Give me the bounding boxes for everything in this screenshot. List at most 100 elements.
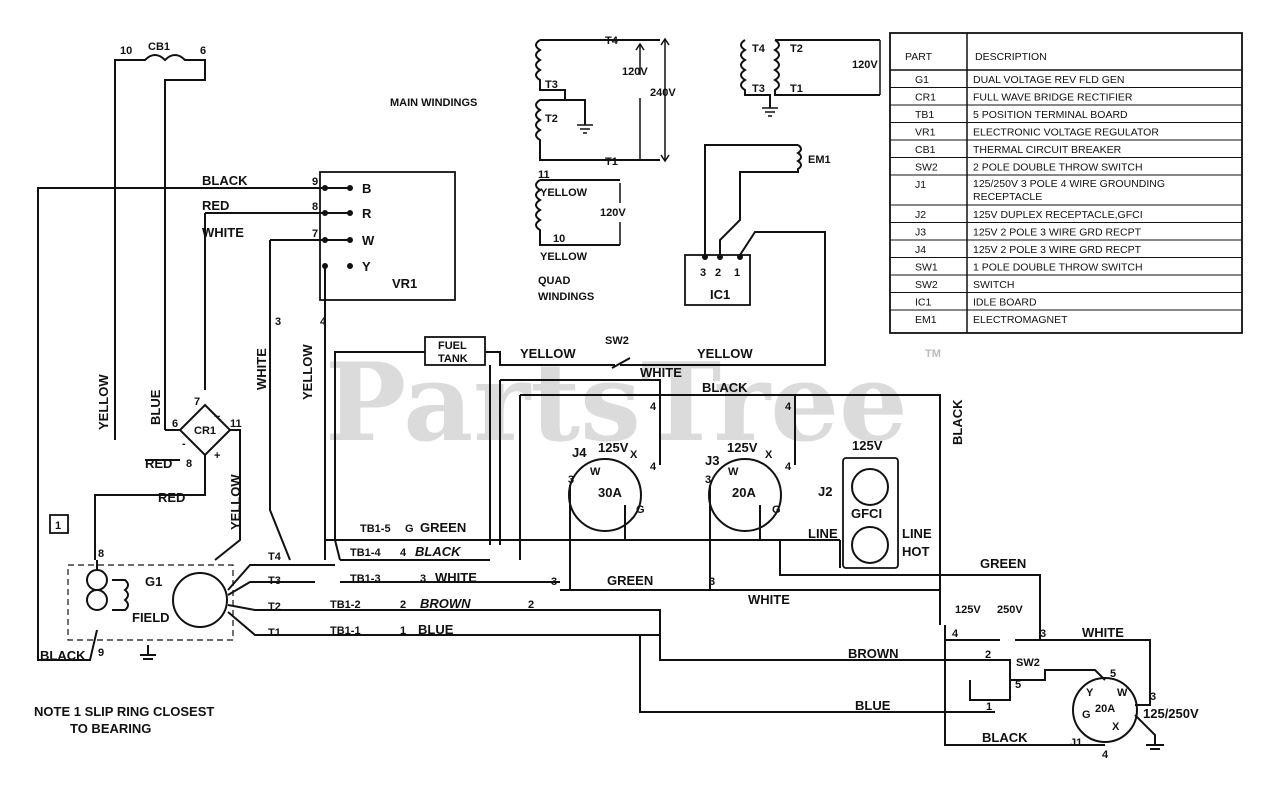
main-windings-title: MAIN WINDINGS [390, 97, 477, 109]
main-t1: T1 [605, 156, 618, 168]
vr1-wire-9: 9 [312, 176, 318, 188]
cr1-8: 8 [186, 458, 192, 470]
tb1-3-num: 3 [420, 573, 426, 585]
j2-label: J2 [818, 484, 832, 499]
tb1-3-color: WHITE [435, 570, 477, 585]
j1-3: 3 [1150, 691, 1156, 703]
aux-t3: T3 [752, 83, 765, 95]
aux-120v: 120V [852, 59, 878, 71]
quad-title-1: QUAD [538, 275, 570, 287]
g1-field: FIELD [132, 610, 170, 625]
generator-g1: 1 8 9 G1 FIELD BLACK T4 T3 T2 T1 [37, 514, 660, 663]
j1-amps: 20A [1095, 703, 1115, 715]
wire-blue: BLUE [855, 698, 891, 713]
junction-3b: 3 [709, 576, 715, 588]
j1-5: 5 [1110, 668, 1116, 680]
wire-blue-left: BLUE [148, 389, 163, 425]
wire-n4: 4 [320, 316, 327, 328]
sw2b-3: 3 [1040, 628, 1046, 640]
vr1-pin-y: Y [362, 259, 371, 274]
vr1-pin-r: R [362, 206, 372, 221]
j4-amps: 30A [598, 485, 622, 500]
table-cell-description: SWITCH [973, 279, 1014, 291]
j3-label: J3 [705, 453, 719, 468]
table-cell-description: DUAL VOLTAGE REV FLD GEN [973, 74, 1125, 86]
quad-title-2: WINDINGS [538, 291, 594, 303]
tb1-1-num: 1 [400, 625, 406, 637]
table-cell-part: TB1 [915, 109, 934, 121]
table-cell-description: 1 POLE DOUBLE THROW SWITCH [973, 262, 1143, 274]
j2-hot: HOT [902, 544, 930, 559]
sw2b-4: 4 [952, 628, 959, 640]
ic1-label: IC1 [710, 287, 730, 302]
tb1-4: TB1-4 [350, 547, 381, 559]
rectifier-cr1: CR1 7 6 11 8 ~ - + RED RED BLUE YELLOW Y… [94, 316, 327, 561]
receptacle-j2: 125V J2 GFCI LINE LINE HOT [808, 438, 932, 569]
quad-yellow-top: YELLOW [540, 187, 588, 199]
receptacle-j3: J3 125V 20A W X G 3 4 4 [705, 401, 792, 590]
wire-green-mid: GREEN [607, 573, 653, 588]
j4-w: W [590, 466, 601, 478]
vr1-wire-red: RED [202, 198, 229, 213]
fuel-tank-1: FUEL [438, 340, 467, 352]
ic1-p1: 1 [734, 267, 740, 279]
table-cell-description: FULL WAVE BRIDGE RECTIFIER [973, 92, 1133, 104]
table-cell-part: CR1 [915, 92, 936, 104]
j3-amps: 20A [732, 485, 756, 500]
j2-line-left: LINE [808, 526, 838, 541]
vr1-wire-7: 7 [312, 228, 318, 240]
em1-label: EM1 [808, 154, 831, 166]
table-cell-part: J4 [915, 244, 926, 256]
vr1-wire-black: BLACK [202, 173, 248, 188]
table-cell-part: EM1 [915, 314, 937, 326]
j2-line-right: LINE [902, 526, 932, 541]
table-row: TB1 5 POSITION TERMINAL BOARD [890, 109, 1242, 123]
aux-t2: T2 [790, 43, 803, 55]
g1-t2: T2 [268, 601, 281, 613]
note-line-1: NOTE 1 SLIP RING CLOSEST [34, 704, 214, 719]
tb1-3: TB1-3 [350, 573, 381, 585]
table-cell-part: J3 [915, 227, 926, 239]
table-cell-part: SW2 [915, 279, 938, 291]
table-cell-description: 5 POSITION TERMINAL BOARD [973, 109, 1128, 121]
j3-w: W [728, 466, 739, 478]
vr1: B R W Y VR1 BLACK 9 RED 8 WHITE 7 [37, 171, 456, 650]
vr1-pin-w: W [362, 233, 375, 248]
j3-3: 3 [705, 474, 711, 486]
main-120v: 120V [622, 66, 648, 78]
j1-y: Y [1086, 687, 1094, 699]
quad-11: 11 [538, 169, 550, 181]
tb1-2: TB1-2 [330, 599, 361, 611]
j1-x: X [1112, 721, 1120, 733]
table-cell-part: CB1 [915, 144, 936, 156]
j1-volts: 125/250V [1143, 706, 1199, 721]
watermark-tm: TM [925, 348, 941, 360]
vr1-pin-b: B [362, 181, 371, 196]
wire-black-top: BLACK [702, 380, 748, 395]
tb1-5-color: GREEN [420, 520, 466, 535]
table-row: SW2 SWITCH [890, 279, 1242, 293]
wire-yellow-top2: YELLOW [697, 346, 753, 361]
j3-top4: 4 [785, 401, 792, 413]
tb1-2-extra: 2 [528, 599, 534, 611]
sw2-top-label: SW2 [605, 335, 629, 347]
wire-green-right: GREEN [980, 556, 1026, 571]
ic1-box [684, 254, 751, 306]
table-header-description: DESCRIPTION [975, 51, 1047, 63]
sw2-j1: 125V 250V 4 3 2 SW2 5 1 WHITE BLACK 5 Y … [944, 604, 1199, 761]
wire-n3: 3 [275, 316, 281, 328]
j3-volts: 125V [727, 440, 758, 455]
table-cell-part: J1 [915, 179, 926, 191]
j4-4: 4 [650, 461, 657, 473]
tb1-1: TB1-1 [330, 625, 361, 637]
table-cell-part: SW2 [915, 162, 938, 174]
aux-windings: T4 T2 T3 T1 120V [740, 39, 881, 117]
wire-red-8: RED [145, 456, 172, 471]
